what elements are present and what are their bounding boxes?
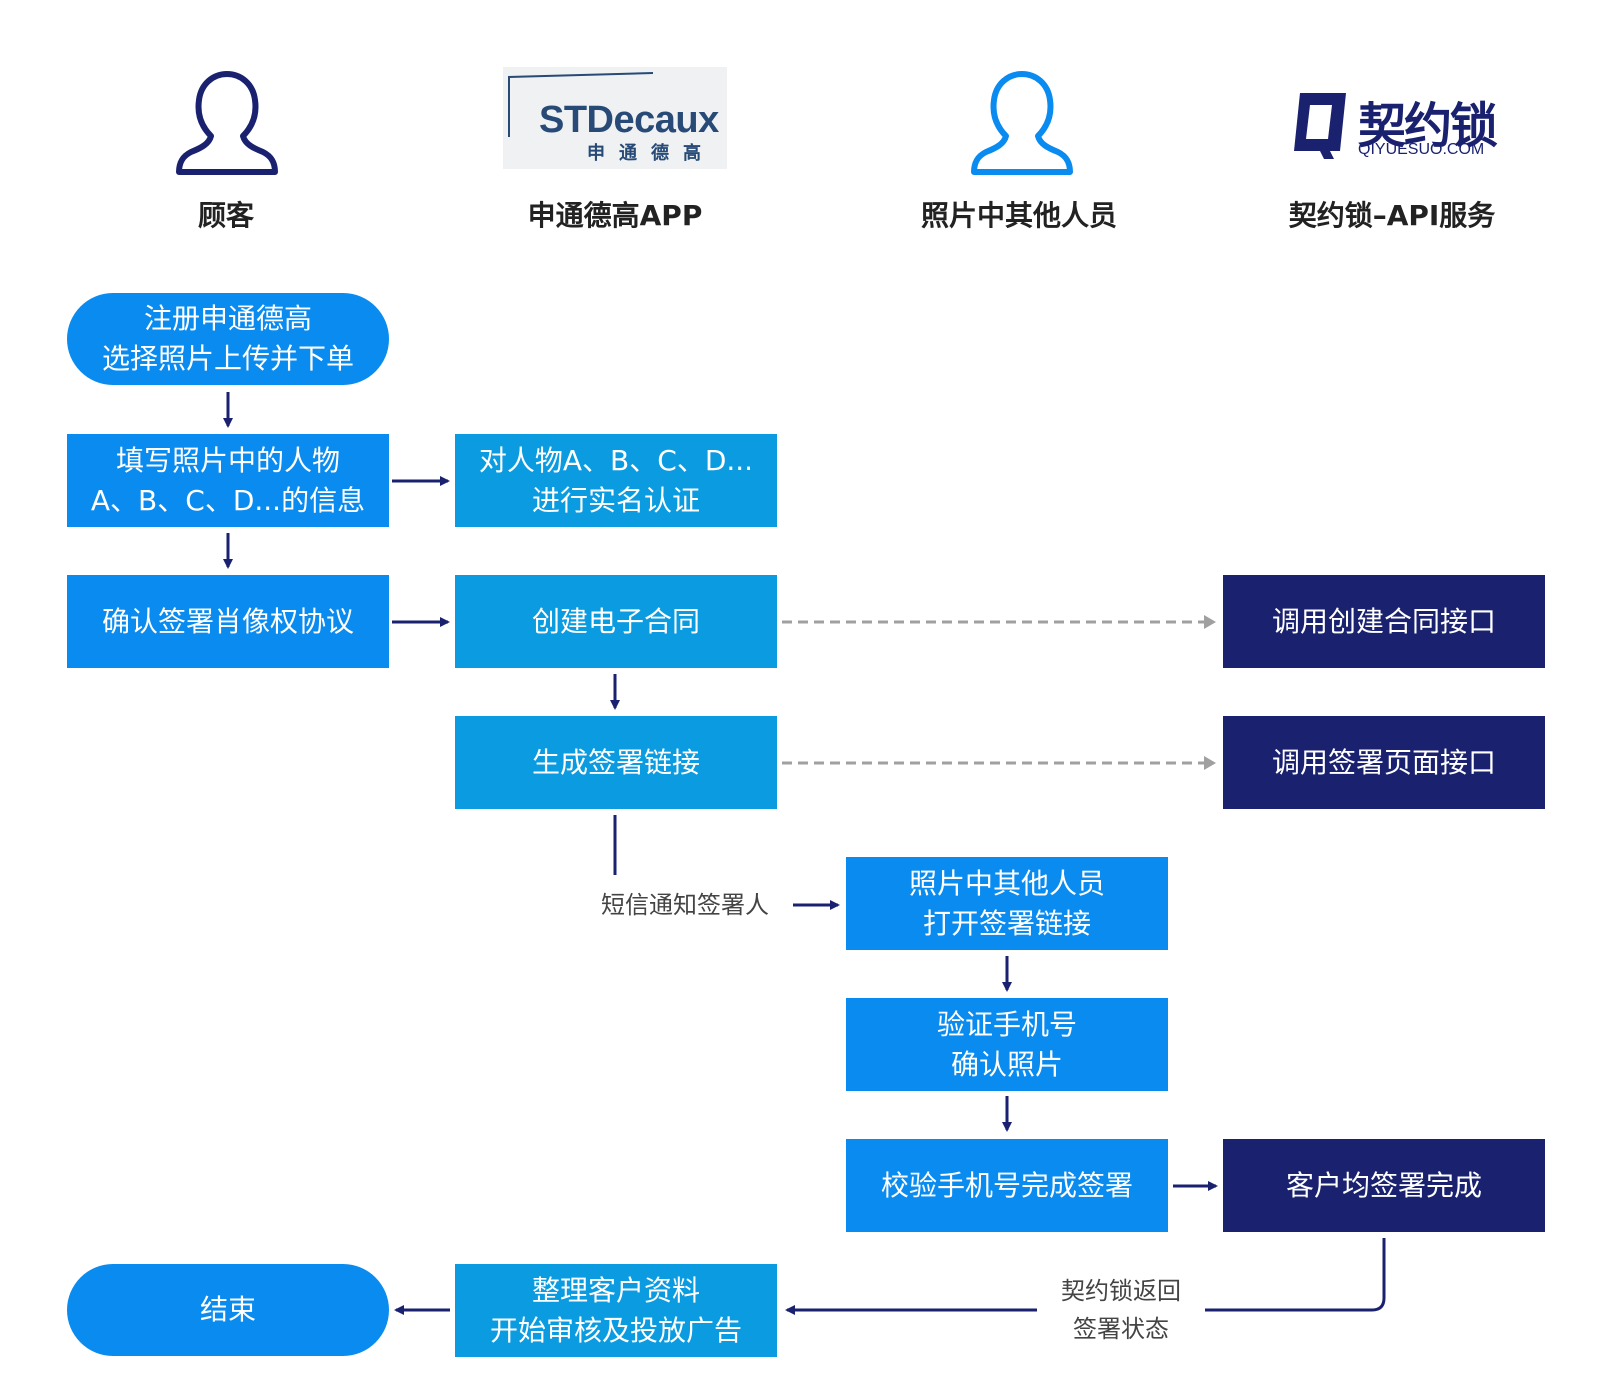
label-sms-notify: 短信通知签署人 [585,886,785,924]
lane-title-app: 申通德高APP [527,199,703,232]
step-generate-link: 生成签署链接 [455,716,777,809]
step-api-create-contract-label: 调用创建合同接口 [1271,604,1496,638]
step-end: 结束 [67,1264,389,1356]
stdecaux-logo: STDecaux 申通德高 [503,67,727,169]
step-api-create-contract: 调用创建合同接口 [1223,575,1545,668]
step-all-signed-label: 客户均签署完成 [1285,1168,1482,1202]
step-end-label: 结束 [199,1293,256,1326]
step-open-link-line1: 照片中其他人员 [908,866,1105,900]
step-api-sign-page: 调用签署页面接口 [1223,716,1545,809]
customer-person-icon [176,71,278,175]
label-return-status-line1: 契约锁返回 [1061,1277,1181,1305]
step-verify-phone-line1: 验证手机号 [936,1007,1077,1041]
label-return-status: 契约锁返回 签署状态 [1040,1272,1202,1348]
step-organize: 整理客户资料 开始审核及投放广告 [455,1264,777,1357]
step-api-sign-page-label: 调用签署页面接口 [1271,745,1496,779]
step-register-line2: 选择照片上传并下单 [101,342,354,375]
step-fill-info: 填写照片中的人物 A、B、C、D...的信息 [67,434,389,527]
step-fill-info-line1: 填写照片中的人物 [115,443,340,477]
line-all-signed-return [1205,1238,1386,1312]
lane-title-others: 照片中其他人员 [920,199,1117,232]
step-register: 注册申通德高 选择照片上传并下单 [67,293,389,385]
step-verify-phone-line2: 确认照片 [950,1047,1063,1081]
step-open-link: 照片中其他人员 打开签署链接 [846,857,1168,950]
qiyuesuo-logo-icon [1294,93,1346,159]
step-create-contract-label: 创建电子合同 [531,604,700,638]
step-generate-link-label: 生成签署链接 [531,745,700,779]
stdecaux-logo-text: STDecaux [539,99,719,141]
step-all-signed: 客户均签署完成 [1223,1139,1545,1232]
stdecaux-logo-subtext: 申通德高 [587,143,715,164]
step-complete-sign: 校验手机号完成签署 [846,1139,1168,1232]
step-organize-line2: 开始审核及投放广告 [489,1313,742,1347]
label-return-status-line2: 签署状态 [1073,1315,1169,1343]
step-organize-line1: 整理客户资料 [531,1273,700,1307]
lane-title-api: 契约锁–API服务 [1288,199,1496,232]
step-verify-identity-line1: 对人物A、B、C、D... [478,443,754,477]
step-create-contract: 创建电子合同 [455,575,777,668]
step-complete-sign-label: 校验手机号完成签署 [880,1168,1133,1202]
step-fill-info-line2: A、B、C、D...的信息 [90,483,366,517]
step-confirm-agreement-label: 确认签署肖像权协议 [101,604,354,638]
step-confirm-agreement: 确认签署肖像权协议 [67,575,389,668]
step-verify-identity: 对人物A、B、C、D... 进行实名认证 [455,434,777,527]
step-verify-identity-line2: 进行实名认证 [531,483,700,517]
step-register-line1: 注册申通德高 [143,302,312,335]
qiyuesuo-logo-subtext: QIYUESUO.COM [1358,141,1485,158]
step-open-link-line2: 打开签署链接 [922,906,1091,940]
lane-title-customer: 顾客 [197,199,254,232]
other-people-person-icon [971,71,1073,175]
step-verify-phone: 验证手机号 确认照片 [846,998,1168,1091]
qiyuesuo-logo-text: 契约锁 [1358,98,1498,154]
